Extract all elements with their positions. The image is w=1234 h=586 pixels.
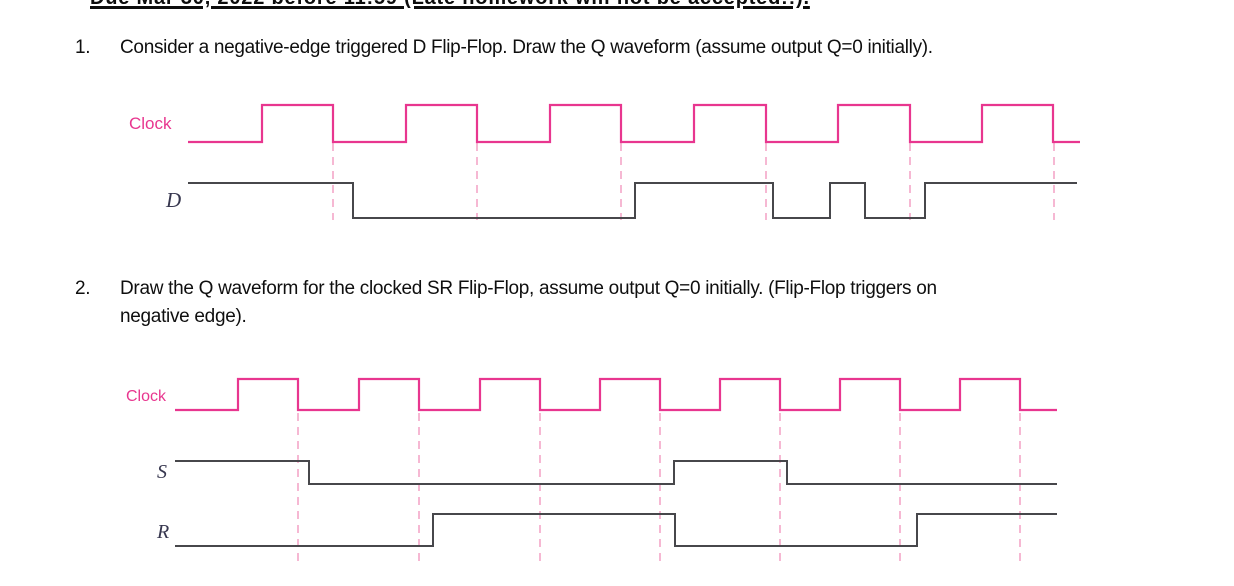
question1-number: 1.	[75, 37, 91, 58]
sr-flipflop-timing-clock-waveform	[175, 377, 1057, 412]
diagram2-clock-label: Clock	[126, 388, 167, 405]
d-flipflop-timing-d-waveform	[188, 182, 1077, 219]
d-flipflop-timing-clock-waveform	[188, 103, 1080, 144]
sr-flipflop-timing-s-waveform	[175, 460, 1057, 485]
diagram1-clock-label: Clock	[129, 114, 172, 133]
question2-number: 2.	[75, 278, 91, 299]
question2-text-line1: Draw the Q waveform for the clocked SR F…	[120, 278, 937, 299]
diagram2-r-label: R	[157, 521, 170, 543]
diagram1-d-label: D	[166, 188, 182, 212]
sr-flipflop-timing-r-waveform	[175, 513, 1057, 547]
question1-text: Consider a negative-edge triggered D Fli…	[120, 37, 933, 58]
diagram2-s-label: S	[157, 461, 167, 483]
due-date-heading-clipped: Due Mar 30, 2022 before 11:59 (Late home…	[0, 0, 1234, 11]
question2-text-line2: negative edge).	[120, 306, 247, 327]
due-date-heading-text: Due Mar 30, 2022 before 11:59 (Late home…	[90, 0, 810, 10]
